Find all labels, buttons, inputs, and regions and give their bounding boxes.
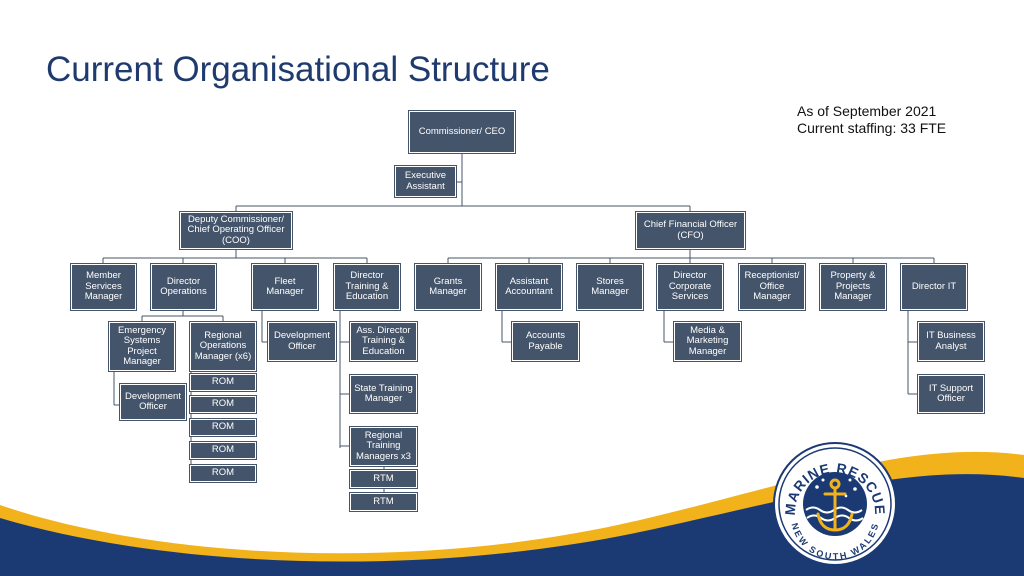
node-it-business-analyst: IT Business Analyst <box>917 321 985 362</box>
node-grants-manager: Grants Manager <box>414 263 482 311</box>
staffing-count: Current staffing: 33 FTE <box>797 120 947 136</box>
node-member-services-manager: Member Services Manager <box>70 263 137 311</box>
node-rom: ROM <box>189 441 257 460</box>
node-rom: ROM <box>189 418 257 437</box>
page-title: Current Organisational Structure <box>46 50 550 89</box>
anchor-icon <box>816 478 854 532</box>
node-development-officer-ops: Development Officer <box>119 383 187 421</box>
node-it-support-officer: IT Support Officer <box>917 374 985 414</box>
node-ass-director-training: Ass. Director Training & Education <box>349 321 418 362</box>
node-director-it: Director IT <box>900 263 968 311</box>
node-cfo: Chief Financial Officer (CFO) <box>635 211 746 250</box>
node-emergency-systems-project-manager: Emergency Systems Project Manager <box>108 321 176 372</box>
node-director-operations: Director Operations <box>150 263 217 311</box>
node-ceo: Commissioner/ CEO <box>408 110 516 154</box>
node-director-training-education: Director Training & Education <box>333 263 401 311</box>
node-rtm: RTM <box>349 469 418 489</box>
node-rom: ROM <box>189 464 257 483</box>
node-regional-training-managers: Regional Training Managers x3 <box>349 426 418 467</box>
node-accounts-payable: Accounts Payable <box>511 321 580 362</box>
node-rtm: RTM <box>349 492 418 512</box>
node-development-officer-fleet: Development Officer <box>267 321 337 362</box>
as-of-date: As of September 2021 <box>797 103 937 119</box>
node-property-projects-manager: Property & Projects Manager <box>819 263 887 311</box>
node-state-training-manager: State Training Manager <box>349 374 418 414</box>
node-rom: ROM <box>189 395 257 414</box>
node-assistant-accountant: Assistant Accountant <box>495 263 563 311</box>
staffing-note: As of September 2021 Current staffing: 3… <box>797 103 946 137</box>
node-rom: ROM <box>189 373 257 392</box>
node-stores-manager: Stores Manager <box>576 263 644 311</box>
node-regional-operations-manager: Regional Operations Manager (x6) <box>189 321 257 372</box>
node-coo: Deputy Commissioner/ Chief Operating Off… <box>179 211 293 250</box>
node-fleet-manager: Fleet Manager <box>251 263 319 311</box>
node-receptionist-office-manager: Receptionist/ Office Manager <box>738 263 806 311</box>
node-media-marketing-manager: Media & Marketing Manager <box>673 321 742 362</box>
node-executive-assistant: Executive Assistant <box>394 165 457 198</box>
node-director-corporate-services: Director Corporate Services <box>656 263 724 311</box>
